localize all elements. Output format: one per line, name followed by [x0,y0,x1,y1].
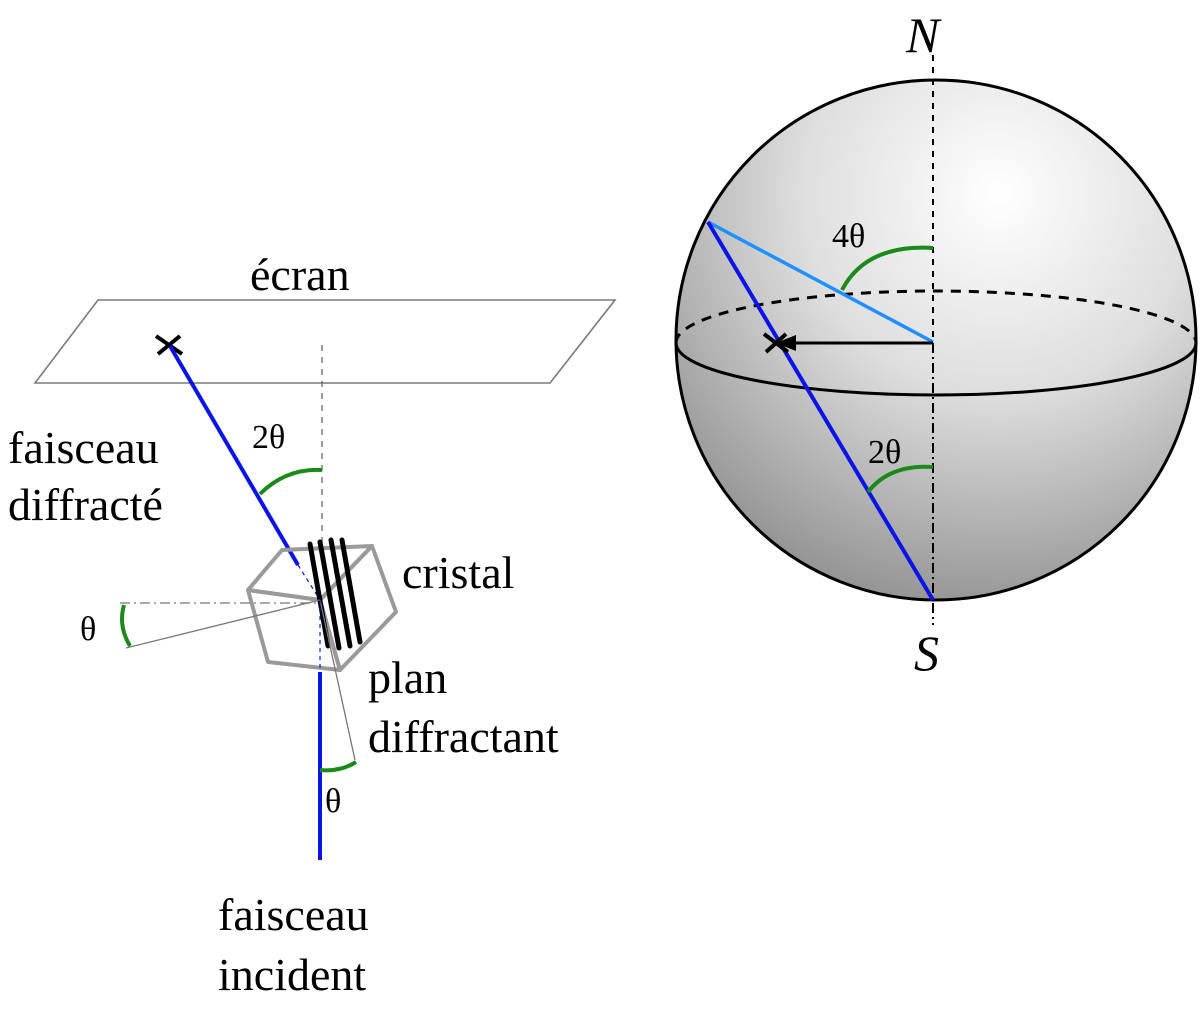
two-theta-label-sphere: 2θ [868,434,901,471]
four-theta-label: 4θ [832,218,865,255]
theta-ref-line-slanted [125,599,321,649]
diffracted-beam-label-line2: diffracté [8,479,163,530]
south-pole-label: S [914,625,939,681]
diffracted-beam [168,344,300,567]
two-theta-arc-sphere [866,464,934,494]
stereographic-sphere-diagram: 4θ 2θ N S [674,7,1198,681]
diffracting-planes [307,537,363,651]
crystal-label: cristal [402,547,514,598]
plane-trace-line [319,599,356,761]
projection-arrowhead [776,335,796,351]
theta-arc-bottom [319,760,358,773]
screen-plane [33,299,617,384]
sphere [674,78,1198,602]
two-theta-arc [258,467,323,496]
pole-radius-line [707,220,934,344]
equator-back [674,289,1198,344]
incident-beam-label-line1: faisceau [218,889,369,940]
diffraction-spot-mark [154,334,184,356]
two-theta-label: 2θ [252,419,285,456]
laue-diagram: écran 2θ faisceau diffracté [8,249,617,1000]
north-pole-label: N [905,7,942,63]
crystal-cube [246,544,398,672]
incident-beam-label-line2: incident [218,949,366,1000]
projected-spot-mark [762,332,790,354]
diffracted-beam-label-line1: faisceau [8,422,159,473]
screen-label: écran [250,249,350,300]
plane-label-line2: diffractant [368,711,559,762]
equator-front [674,342,1198,397]
four-theta-arc [840,245,934,291]
theta-label-left: θ [80,611,96,648]
projection-line [706,220,935,602]
theta-arc-left [120,604,132,648]
theta-label-bottom: θ [325,783,341,820]
plane-label-line1: plan [368,652,447,703]
